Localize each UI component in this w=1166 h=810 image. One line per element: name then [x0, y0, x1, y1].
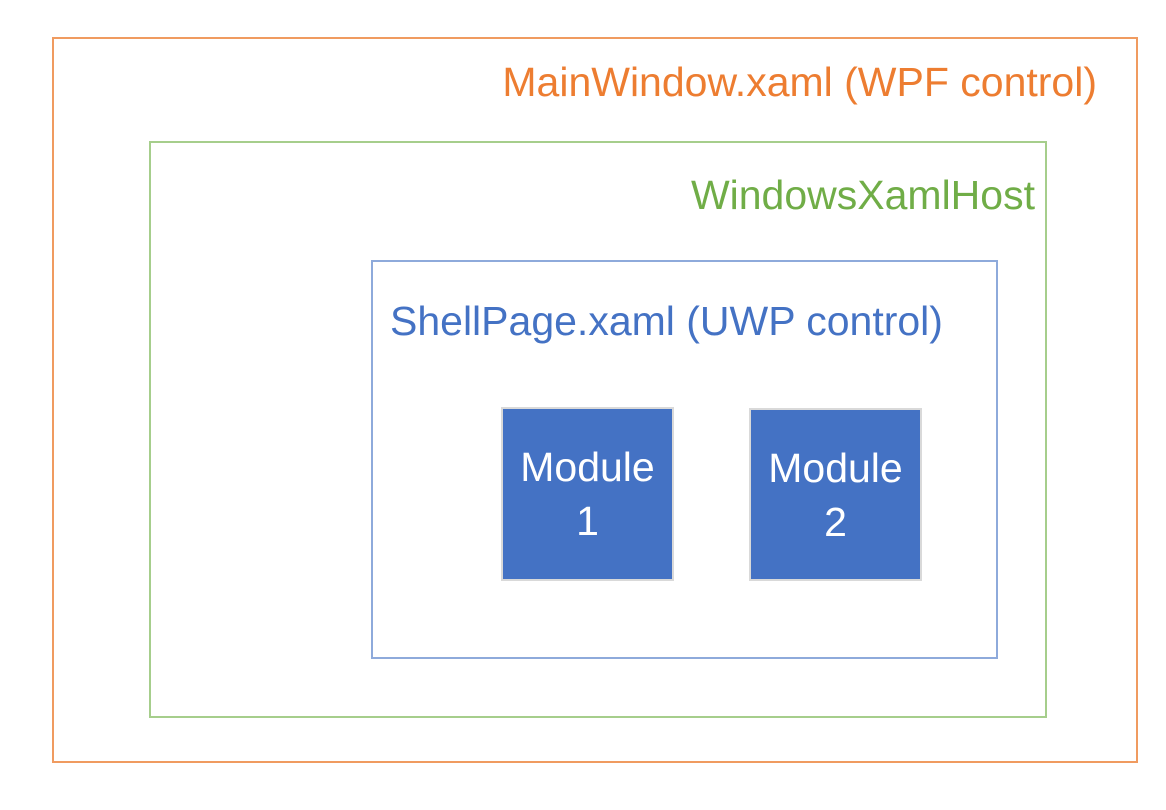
module-2-box: Module 2: [749, 408, 922, 581]
module-1-label-line1: Module: [520, 444, 655, 490]
windowsxamlhost-label: WindowsXamlHost: [690, 172, 1035, 218]
mainwindow-label: MainWindow.xaml (WPF control): [502, 59, 1097, 105]
shellpage-label: ShellPage.xaml (UWP control): [390, 298, 943, 344]
module-2-label-line2: 2: [824, 498, 847, 545]
module-2-label-line1: Module: [768, 444, 903, 491]
module-1-label-line2: 1: [576, 498, 599, 544]
mainwindow-box: MainWindow.xaml (WPF control) WindowsXam…: [52, 37, 1138, 763]
module-1-box: Module 1: [501, 407, 674, 581]
windowsxamlhost-box: WindowsXamlHost ShellPage.xaml (UWP cont…: [149, 141, 1047, 718]
shellpage-box: ShellPage.xaml (UWP control) Module 1 Mo…: [371, 260, 998, 659]
